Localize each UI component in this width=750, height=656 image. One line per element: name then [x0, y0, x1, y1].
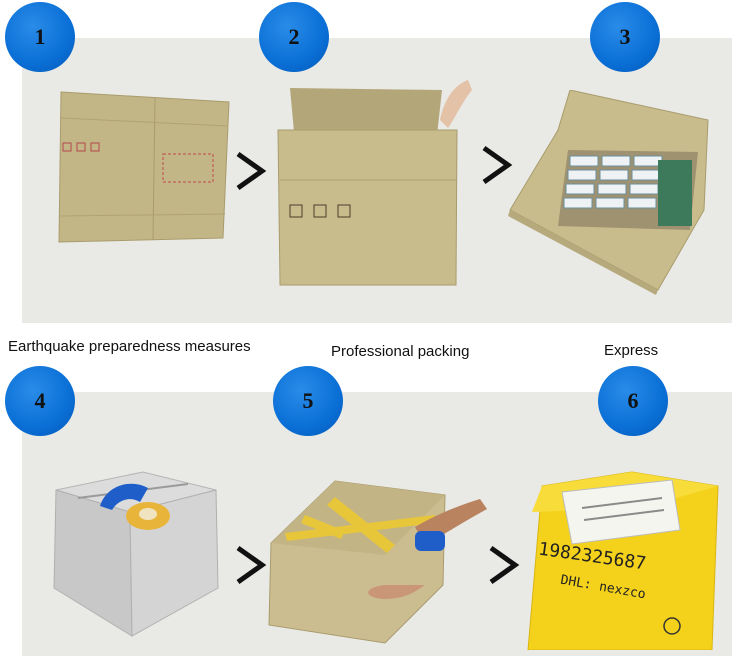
step-2-badge: 2 — [259, 2, 329, 72]
step-5-badge: 5 — [273, 366, 343, 436]
flat-cardboard-image — [58, 91, 230, 243]
caption-express: Express — [604, 342, 659, 359]
caption-earthquake-preparedness: Earthquake preparedness measures — [8, 338, 251, 355]
express-package-image — [527, 471, 719, 650]
arrow-right-icon — [482, 145, 513, 185]
step-1-badge: 1 — [5, 2, 75, 72]
arrow-right-icon — [236, 545, 267, 585]
step-4-badge: 4 — [5, 366, 75, 436]
taping-box-image — [53, 471, 219, 637]
step-3-badge: 3 — [590, 2, 660, 72]
arrow-right-icon — [489, 545, 520, 585]
open-box-image — [277, 80, 472, 286]
caption-professional-packing: Professional packing — [331, 343, 470, 360]
step-6-badge: 6 — [598, 366, 668, 436]
arrow-right-icon — [236, 151, 267, 191]
sealing-box-image — [268, 480, 487, 644]
filled-box-image — [508, 90, 709, 295]
